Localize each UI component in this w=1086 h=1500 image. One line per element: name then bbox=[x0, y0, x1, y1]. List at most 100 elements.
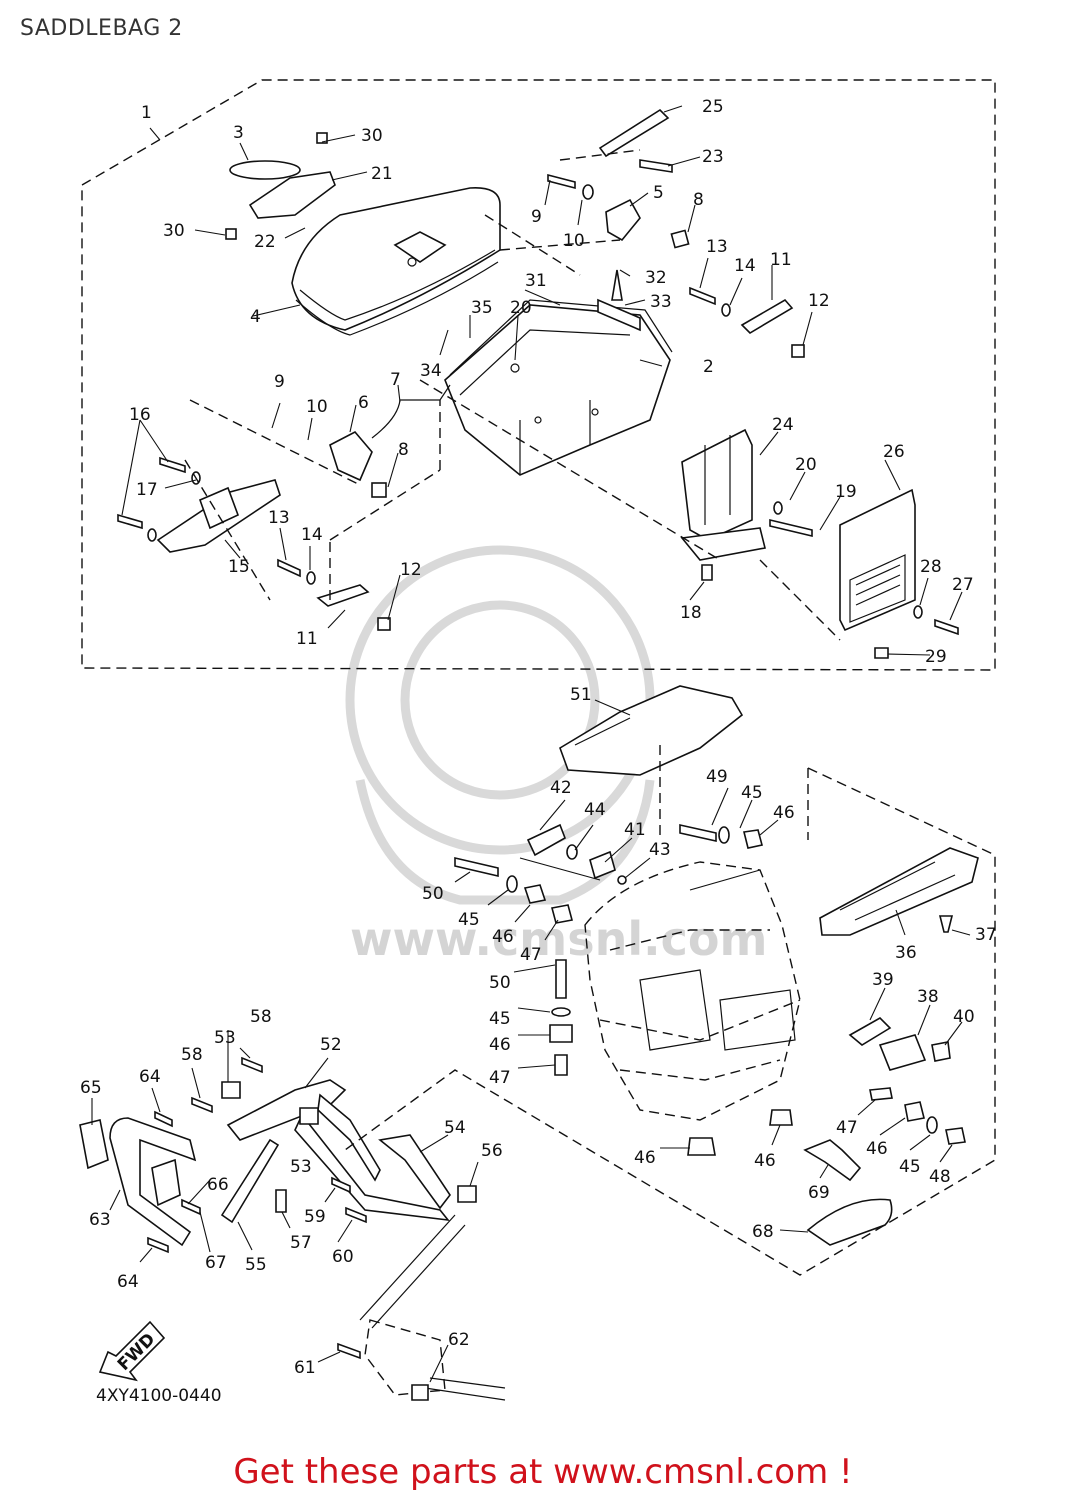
callout-50: 50 bbox=[489, 973, 511, 993]
grommet bbox=[743, 829, 763, 849]
callout-46: 46 bbox=[754, 1151, 776, 1171]
callout-53: 53 bbox=[214, 1028, 236, 1048]
callout-34: 34 bbox=[420, 361, 442, 381]
washer bbox=[926, 1116, 938, 1134]
callout-22: 22 bbox=[254, 232, 276, 252]
callout-36: 36 bbox=[895, 943, 917, 963]
callout-57: 57 bbox=[290, 1233, 312, 1253]
callout-60: 60 bbox=[332, 1247, 354, 1267]
key bbox=[803, 1139, 862, 1182]
phantom-lines bbox=[184, 149, 841, 641]
callout-8: 8 bbox=[398, 440, 409, 460]
callout-17: 17 bbox=[136, 480, 158, 500]
grommet bbox=[769, 1109, 793, 1126]
callout-63: 63 bbox=[89, 1210, 111, 1230]
nut bbox=[371, 482, 387, 498]
callout-45: 45 bbox=[741, 783, 763, 803]
callout-45: 45 bbox=[899, 1157, 921, 1177]
callout-20: 20 bbox=[510, 298, 532, 318]
washer bbox=[617, 875, 627, 885]
latch bbox=[329, 430, 373, 482]
callout-37: 37 bbox=[975, 925, 997, 945]
callout-58: 58 bbox=[181, 1045, 203, 1065]
washer bbox=[506, 875, 518, 893]
stay bbox=[220, 1138, 280, 1224]
saddlebag-body bbox=[444, 299, 673, 476]
callout-23: 23 bbox=[702, 147, 724, 167]
grommet bbox=[904, 1101, 925, 1122]
callout-46: 46 bbox=[866, 1139, 888, 1159]
callout-12: 12 bbox=[808, 291, 830, 311]
callout-62: 62 bbox=[448, 1330, 470, 1350]
callout-30: 30 bbox=[361, 126, 383, 146]
washer bbox=[551, 1007, 571, 1017]
clip bbox=[938, 915, 954, 933]
callout-32: 32 bbox=[645, 268, 667, 288]
callout-29: 29 bbox=[925, 647, 947, 667]
grommet bbox=[523, 884, 547, 904]
callout-11: 11 bbox=[296, 629, 318, 649]
callout-38: 38 bbox=[917, 987, 939, 1007]
callout-56: 56 bbox=[481, 1141, 503, 1161]
callout-7: 7 bbox=[390, 370, 401, 390]
bolt bbox=[337, 1342, 361, 1360]
callout-54: 54 bbox=[444, 1118, 466, 1138]
screw bbox=[701, 564, 713, 581]
bolt bbox=[159, 456, 186, 474]
grommet bbox=[687, 1137, 716, 1156]
bolt bbox=[689, 286, 716, 306]
callout-10: 10 bbox=[306, 397, 328, 417]
callout-45: 45 bbox=[458, 910, 480, 930]
callout-53: 53 bbox=[290, 1157, 312, 1177]
callout-14: 14 bbox=[734, 256, 756, 276]
promo-banner-link[interactable]: Get these parts at www.cmsnl.com ! bbox=[233, 1452, 853, 1492]
callout-47: 47 bbox=[836, 1118, 858, 1138]
callout-41: 41 bbox=[624, 820, 646, 840]
upper-group-boundary bbox=[81, 79, 996, 671]
bolt bbox=[154, 1110, 173, 1128]
diagram-code: 4XY4100-0440 bbox=[96, 1386, 222, 1406]
lower-group-boundary bbox=[344, 745, 996, 1276]
bolt bbox=[181, 1198, 201, 1216]
lower-saddlebag bbox=[584, 861, 801, 1121]
bolt bbox=[555, 959, 567, 999]
callout-24: 24 bbox=[772, 415, 794, 435]
callout-64: 64 bbox=[139, 1067, 161, 1087]
callout-10: 10 bbox=[563, 231, 585, 251]
callout-52: 52 bbox=[320, 1035, 342, 1055]
callout-11: 11 bbox=[770, 250, 792, 270]
callout-55: 55 bbox=[245, 1255, 267, 1275]
nut bbox=[377, 617, 391, 631]
bolt bbox=[275, 1189, 287, 1213]
fwd-arrow-icon: FWD bbox=[98, 1320, 166, 1382]
callout-65: 65 bbox=[80, 1078, 102, 1098]
washer bbox=[306, 571, 316, 585]
washer bbox=[718, 826, 730, 844]
callout-46: 46 bbox=[773, 803, 795, 823]
callout-4: 4 bbox=[250, 307, 261, 327]
bolt bbox=[934, 618, 959, 636]
washer bbox=[147, 528, 157, 542]
collar bbox=[411, 1384, 429, 1401]
callout-labels: 1 2 3 4 5 6 7 8 8 9 9 10 10 11 11 12 12 … bbox=[80, 97, 997, 1378]
collar bbox=[869, 1087, 893, 1101]
nut bbox=[931, 1041, 951, 1062]
bolt bbox=[147, 1236, 169, 1254]
callout-12: 12 bbox=[400, 560, 422, 580]
callout-66: 66 bbox=[207, 1175, 229, 1195]
collar bbox=[554, 1054, 568, 1076]
callout-15: 15 bbox=[228, 557, 250, 577]
watermark-logo: www.cmsnl.com bbox=[345, 545, 767, 966]
bolt bbox=[769, 518, 813, 538]
callout-18: 18 bbox=[680, 603, 702, 623]
bag-seal bbox=[597, 298, 641, 332]
clip bbox=[316, 132, 328, 144]
collar bbox=[457, 1185, 477, 1203]
callout-49: 49 bbox=[706, 767, 728, 787]
callout-50: 50 bbox=[422, 884, 444, 904]
callout-58: 58 bbox=[250, 1007, 272, 1027]
collar bbox=[299, 1107, 319, 1125]
callout-25: 25 bbox=[702, 97, 724, 117]
saddlebag-lid bbox=[291, 187, 501, 336]
